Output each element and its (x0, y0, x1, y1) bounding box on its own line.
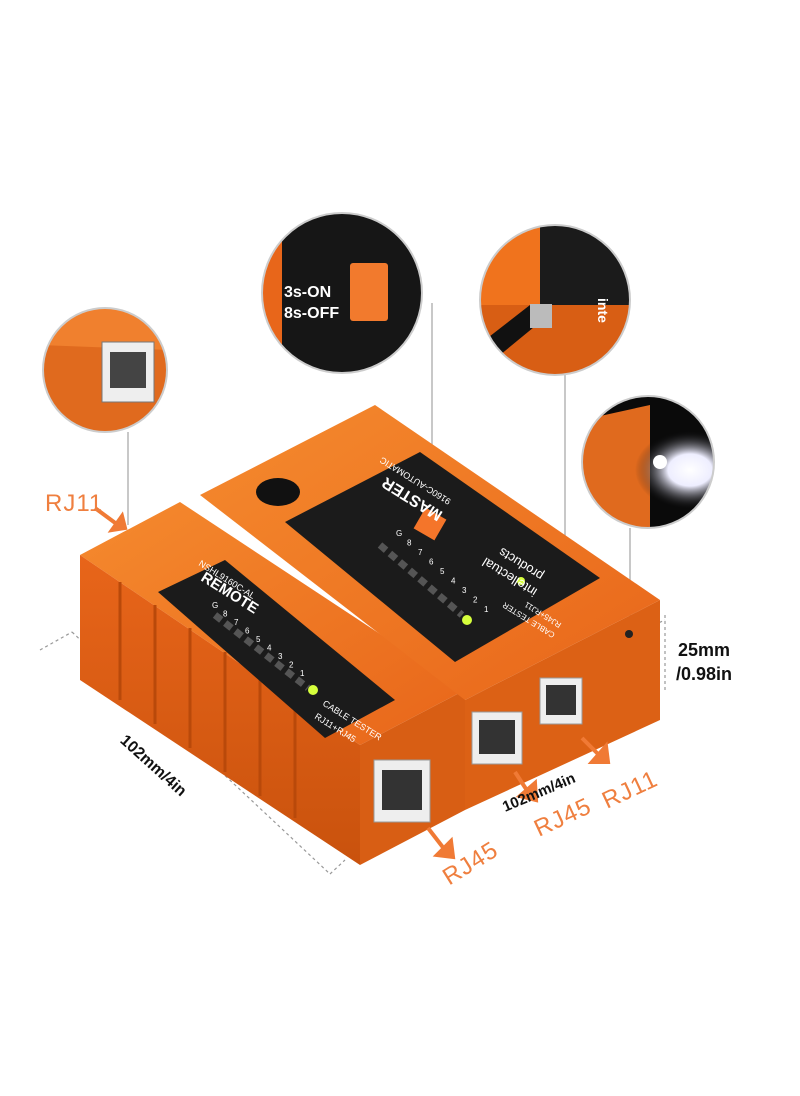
master-rj11-port (539, 677, 583, 725)
master-led-number: 5 (440, 567, 445, 576)
remote-led-lit (308, 685, 318, 695)
remote-led-number: 6 (245, 627, 250, 636)
master-switch (413, 507, 447, 541)
cable-tester-device (80, 405, 660, 865)
master-led-number: 8 (407, 539, 412, 548)
rj11-left-label: RJ11 (45, 490, 104, 517)
master-led-number: 1 (484, 605, 489, 614)
remote-led-number: 4 (267, 644, 272, 653)
remote-led-number: 5 (256, 635, 261, 644)
remote-led-strip (212, 612, 318, 695)
master-rj45-port (471, 711, 523, 765)
master-led-number: 4 (451, 577, 456, 586)
master-button (256, 478, 300, 506)
master-led-number: 6 (429, 558, 434, 567)
height-in-label: /0.98in (676, 664, 733, 684)
remote-panel (158, 560, 395, 738)
master-led-lit (462, 615, 472, 625)
zoom-brand-text: inte (595, 298, 611, 323)
zoom-usb-port: inte (479, 224, 631, 376)
master-led-strip (377, 542, 525, 625)
zoom-rj11-port (42, 307, 168, 433)
master-led-number: 3 (462, 586, 467, 595)
remote-rj45-port (373, 759, 431, 823)
remote-ribs (118, 582, 297, 818)
remote-led-number: G (212, 601, 218, 610)
master-panel (285, 452, 600, 662)
height-mm-label: 25mm (678, 640, 731, 660)
port-arrows (93, 506, 611, 860)
master-led-light (625, 630, 633, 638)
remote-led-number: 3 (278, 652, 283, 661)
remote-led-number: 7 (234, 618, 239, 627)
orange-switch-zoom (350, 263, 388, 321)
switch-on-label: 3s-ON (284, 284, 331, 301)
remote-led-number: 2 (289, 661, 294, 670)
switch-off-label: 8s-OFF (284, 305, 339, 322)
zoom-power-switch: 3s-ON 8s-OFF (261, 212, 423, 374)
master-led-number: 7 (418, 548, 423, 557)
zoom-flashlight (581, 395, 715, 529)
remote-led-number: 8 (223, 610, 228, 619)
remote-led-number: 1 (300, 669, 305, 678)
master-led-number: 2 (473, 596, 478, 605)
master-led-number: G (396, 529, 402, 538)
remote-unit-side (80, 555, 360, 865)
